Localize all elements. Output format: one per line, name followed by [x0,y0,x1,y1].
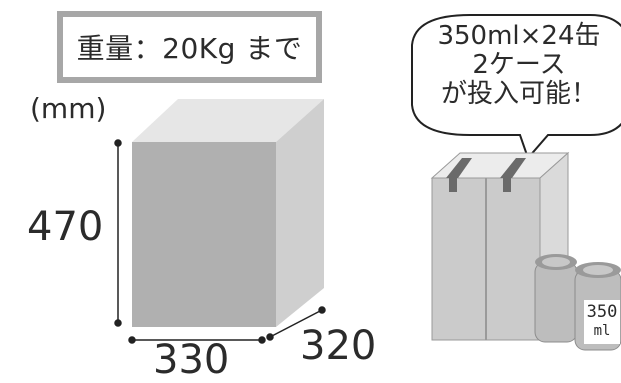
unit-label: (mm) [30,92,107,125]
max-weight-label: 重量：20Kg まで [76,32,303,65]
case-tape-right-drop [503,178,511,192]
max-weight-box: 重量：20Kg まで [57,11,322,83]
box-side [276,99,324,327]
depth-dot-right [318,306,326,314]
capacity-bubble-text: 350ml×24缶 2ケース が投入可能！ [413,22,621,109]
height-dot-top [114,139,122,147]
can-label-panel [584,300,620,344]
bubble-line-3: が投入可能！ [440,79,597,109]
height-dot-bottom [114,319,122,327]
can-left [534,254,578,343]
speech-bubble [411,14,621,160]
dimension-lines [114,139,326,344]
depth-dimension: 320 [300,323,377,369]
storage-box [132,99,324,327]
depth-line [269,309,323,338]
can-unit-label: ml [593,323,611,339]
bubble-line-2: 2ケース [472,50,566,80]
box-top [132,99,324,142]
case-tape-left [446,158,472,178]
width-dot-left [128,336,136,344]
box-front [132,142,276,327]
height-dimension: 470 [27,204,104,250]
case-tape-right [500,158,526,178]
can-right [574,262,621,351]
width-dot-right [258,336,266,344]
can-volume-label: 350 [586,302,618,322]
depth-dot-left [266,333,274,341]
case-tape-left-drop [449,178,457,192]
bubble-line-1: 350ml×24缶 [437,21,601,51]
width-dimension: 330 [153,337,230,383]
